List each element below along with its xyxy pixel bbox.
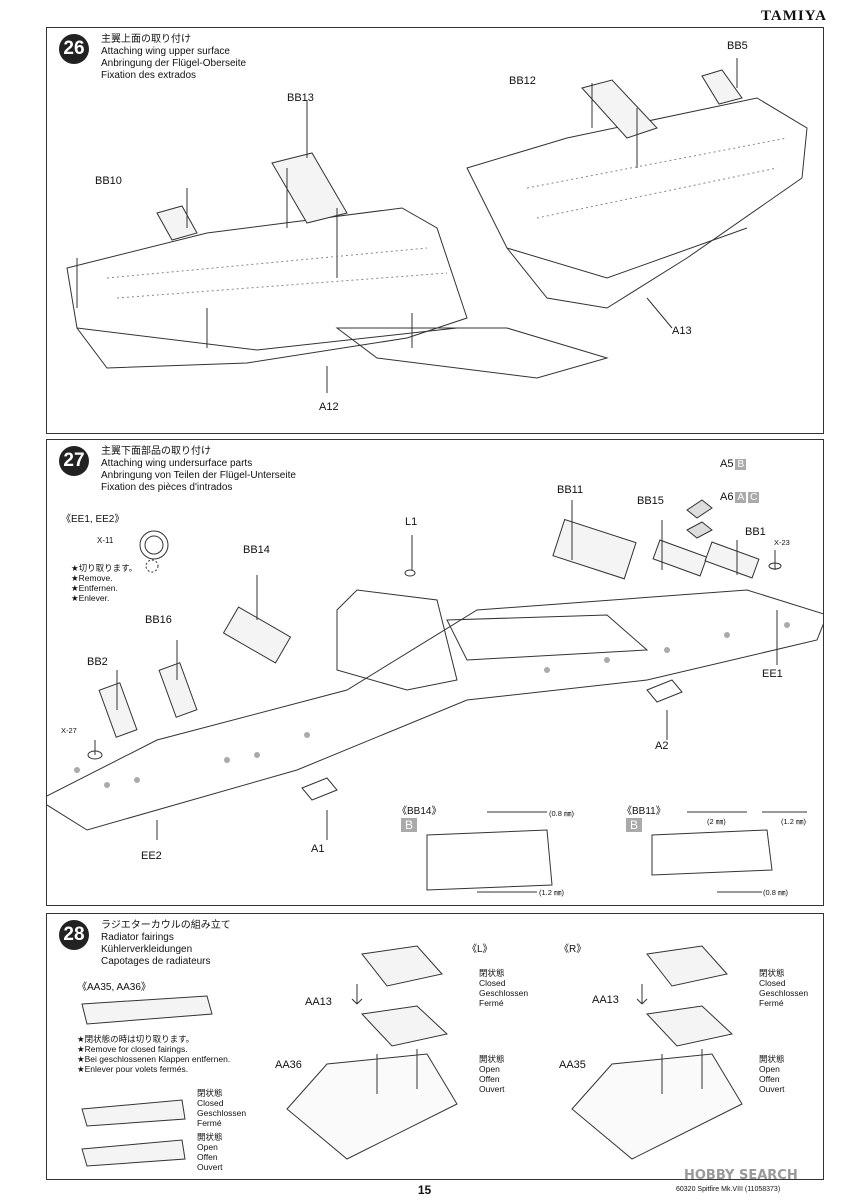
title-de: Anbringung der Flügel-Oberseite bbox=[101, 58, 247, 69]
footer-code: 60320 Spitfire Mk.VIII (11058373) bbox=[676, 1186, 781, 1193]
x11-label: X-11 bbox=[97, 536, 114, 545]
wing-upper-drawing bbox=[66, 58, 808, 393]
dimension: (1.2 ㎜) bbox=[539, 888, 565, 897]
brand-logo: TAMIYA bbox=[760, 8, 827, 24]
part-label: A2 bbox=[655, 740, 669, 752]
dimension: (1.2 ㎜) bbox=[781, 817, 807, 826]
title-fr: Capotages de radiateurs bbox=[101, 956, 211, 967]
step-title: 主翼下面部品の取り付け Attaching wing undersurface … bbox=[101, 446, 296, 494]
part-label: EE1 bbox=[762, 668, 783, 680]
part-label: BB1 bbox=[745, 526, 766, 538]
part-label: BB2 bbox=[87, 656, 108, 668]
part-label: BB12 bbox=[509, 75, 536, 87]
title-de: Kühlerverkleidungen bbox=[101, 944, 193, 955]
step-number: 26 bbox=[59, 34, 89, 64]
radiator-drawing bbox=[81, 945, 743, 1167]
part-label: BB11 bbox=[557, 484, 584, 496]
left-header: 《L》 bbox=[467, 944, 493, 955]
part-label: BB10 bbox=[95, 175, 122, 187]
step-26-panel: 26 主翼上面の取り付け Attaching wing upper surfac… bbox=[46, 27, 824, 434]
watermark: HOBBY SEARCH bbox=[684, 1168, 798, 1183]
part-label: AA35 bbox=[559, 1059, 586, 1071]
title-en: Attaching wing undersurface parts bbox=[101, 458, 253, 469]
bb11-box: B bbox=[624, 818, 643, 832]
part-label: BB15 bbox=[637, 495, 664, 507]
part-label: EE2 bbox=[141, 850, 162, 862]
part-label: L1 bbox=[405, 516, 418, 528]
step-number: 27 bbox=[59, 446, 89, 476]
dimension: (2 ㎜) bbox=[707, 817, 726, 826]
part-label: BB16 bbox=[145, 614, 172, 626]
title-jp: 主翼上面の取り付け bbox=[101, 34, 191, 45]
wing-under-drawing bbox=[47, 440, 823, 893]
step-title: 主翼上面の取り付け Attaching wing upper surface A… bbox=[101, 34, 246, 82]
bb14-box: B bbox=[399, 818, 418, 832]
part-label: A1 bbox=[311, 843, 325, 855]
part-label: BB5 bbox=[727, 40, 748, 52]
dimension: (0.8 ㎜) bbox=[763, 888, 789, 897]
bb14-header: 《BB14》 bbox=[397, 806, 442, 817]
part-label: AA13 bbox=[592, 994, 619, 1006]
right-header: 《R》 bbox=[559, 944, 587, 955]
title-en: Attaching wing upper surface bbox=[101, 46, 230, 57]
part-label: BB14 bbox=[243, 544, 270, 556]
part-label: X-27 bbox=[61, 726, 77, 735]
step-number: 28 bbox=[59, 920, 89, 950]
dimension: (0.8 ㎜) bbox=[549, 809, 575, 818]
part-label: A12 bbox=[319, 401, 339, 413]
page-number: 15 bbox=[417, 1183, 432, 1197]
title-fr: Fixation des pièces d'intrados bbox=[101, 482, 233, 493]
step-28-panel: 28 ラジエターカウルの組み立て Radiator fairings Kühle… bbox=[46, 913, 824, 1180]
part-label: BB13 bbox=[287, 92, 314, 104]
title-jp: ラジエターカウルの組み立て bbox=[101, 920, 231, 931]
step-title: ラジエターカウルの組み立て Radiator fairings Kühlerve… bbox=[101, 920, 231, 968]
bb11-header: 《BB11》 bbox=[622, 806, 666, 817]
part-label: A13 bbox=[672, 325, 692, 337]
closed-remove-note: ★閉状態の時は切り取ります。 ★Remove for closed fairin… bbox=[77, 1034, 231, 1074]
title-de: Anbringung von Teilen der Flügel-Unterse… bbox=[101, 470, 296, 481]
aa-header: 《AA35, AA36》 bbox=[77, 982, 151, 993]
remove-note: ★切り取ります。 ★Remove. ★Entfernen. ★Enlever. bbox=[71, 563, 138, 603]
step-27-panel: 27 主翼下面部品の取り付け Attaching wing undersurfa… bbox=[46, 439, 824, 906]
part-label: AA13 bbox=[305, 996, 332, 1008]
part-label: AA36 bbox=[275, 1059, 302, 1071]
title-fr: Fixation des extrados bbox=[101, 70, 197, 81]
part-label: X-23 bbox=[774, 538, 790, 547]
title-jp: 主翼下面部品の取り付け bbox=[101, 446, 211, 457]
ee-header: 《EE1, EE2》 bbox=[61, 514, 125, 525]
title-en: Radiator fairings bbox=[101, 932, 174, 943]
